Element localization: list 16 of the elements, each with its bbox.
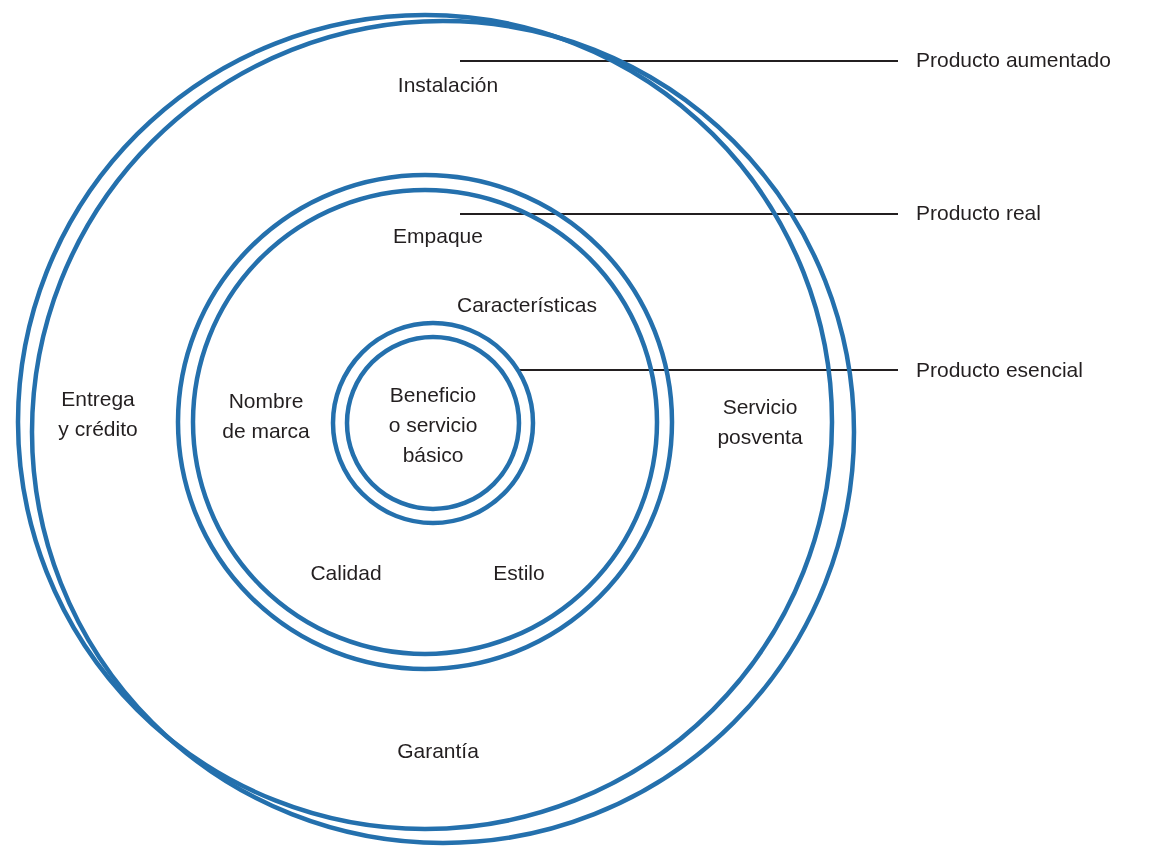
ring-label: Estilo [493, 560, 545, 586]
ring-label: Servicio posventa [716, 394, 804, 450]
leader-label: Producto esencial [916, 355, 1083, 385]
ring-label: Beneficio o servicio básico [387, 382, 479, 468]
ring-label: Garantía [397, 738, 479, 764]
ring-label: Características [457, 292, 597, 318]
leader-line [517, 369, 899, 371]
ring-label: Entrega y crédito [57, 386, 139, 442]
leader-label: Producto aumentado [916, 45, 1111, 75]
ring-label: Empaque [393, 223, 483, 249]
leader-label: Producto real [916, 198, 1041, 228]
ring-label: Calidad [310, 560, 382, 586]
leader-line [459, 213, 899, 215]
ring-label: Nombre de marca [221, 388, 311, 444]
ring-label: Instalación [397, 72, 499, 98]
leader-line [459, 60, 899, 62]
